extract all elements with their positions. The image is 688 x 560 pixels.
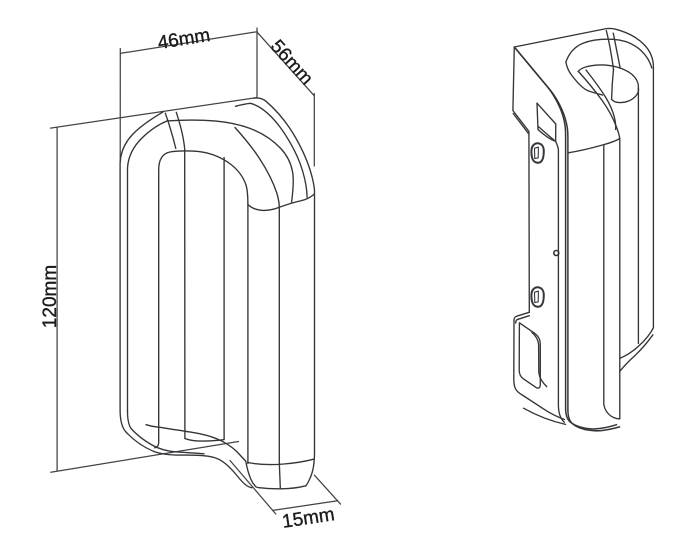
svg-text:120mm: 120mm [40,265,61,328]
